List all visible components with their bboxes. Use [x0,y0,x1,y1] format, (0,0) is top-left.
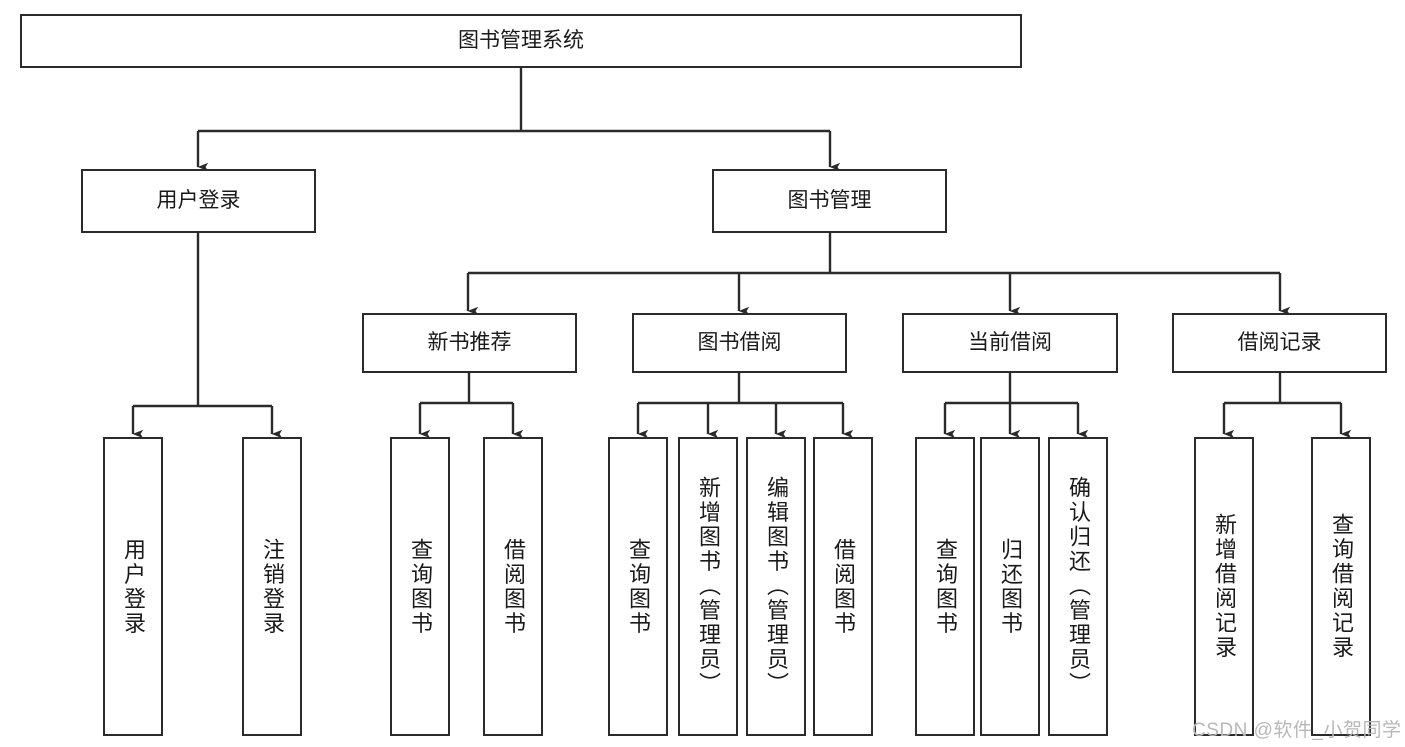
node-label: 图书借阅 [697,330,782,354]
node-label: 查询借阅记录 [1329,513,1354,660]
leaf-book-borrow-query-book[interactable]: 查询图书 [608,437,668,736]
node-label: 借阅图书 [831,537,856,636]
node-book-borrow[interactable]: 图书借阅 [632,313,847,373]
node-label: 图书管理 [787,188,872,212]
node-label: 新书推荐 [427,330,512,354]
node-label: 编辑图书（管理员） [764,476,789,697]
node-label: 确认归还（管理员） [1066,476,1091,697]
node-label: 查询图书 [933,537,958,636]
node-label: 图书管理系统 [458,28,584,52]
leaf-current-borrow-confirm-return[interactable]: 确认归还（管理员） [1048,437,1108,736]
node-label: 新增图书（管理员） [696,476,721,697]
leaf-borrow-record-query-record[interactable]: 查询借阅记录 [1311,437,1371,736]
leaf-new-book-borrow-book[interactable]: 借阅图书 [483,437,543,736]
node-label: 查询图书 [408,537,433,636]
node-current-borrow[interactable]: 当前借阅 [902,313,1118,373]
node-label: 用户登录 [156,188,241,212]
leaf-current-borrow-query-book[interactable]: 查询图书 [915,437,975,736]
node-label: 归还图书 [998,537,1023,636]
leaf-user-login-login[interactable]: 用户登录 [103,437,163,736]
node-label: 查询图书 [626,537,651,636]
leaf-book-borrow-borrow-book[interactable]: 借阅图书 [813,437,873,736]
node-root-book-management-system[interactable]: 图书管理系统 [20,14,1022,68]
leaf-new-book-query-book[interactable]: 查询图书 [390,437,450,736]
node-label: 当前借阅 [968,330,1052,354]
leaf-book-borrow-edit-book[interactable]: 编辑图书（管理员） [746,437,806,736]
leaf-current-borrow-return-book[interactable]: 归还图书 [980,437,1040,736]
node-label: 借阅记录 [1237,330,1322,354]
leaf-book-borrow-add-book[interactable]: 新增图书（管理员） [678,437,738,736]
node-label: 用户登录 [121,537,146,636]
node-new-book-recommend[interactable]: 新书推荐 [362,313,577,373]
node-label: 借阅图书 [501,537,526,636]
node-label: 新增借阅记录 [1212,513,1237,660]
leaf-user-login-logout[interactable]: 注销登录 [242,437,302,736]
node-label: 注销登录 [260,537,285,636]
leaf-borrow-record-add-record[interactable]: 新增借阅记录 [1194,437,1254,736]
node-book-management[interactable]: 图书管理 [712,169,947,233]
node-user-login[interactable]: 用户登录 [81,169,316,233]
csdn-watermark: CSDN @软件_小贺同学 [1192,720,1402,741]
node-borrow-record[interactable]: 借阅记录 [1172,313,1387,373]
